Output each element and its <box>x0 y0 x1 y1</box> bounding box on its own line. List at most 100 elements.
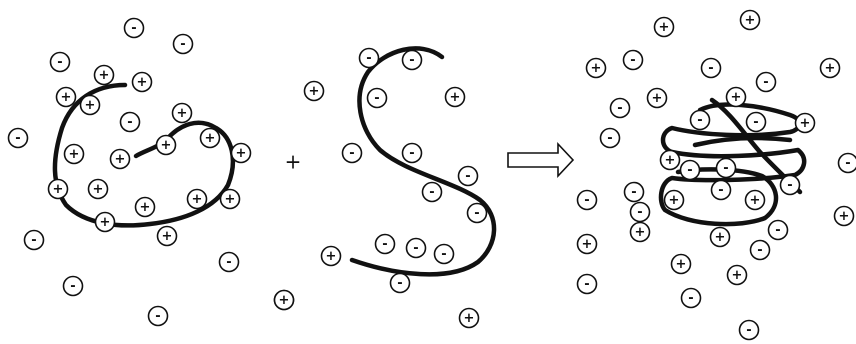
positive-ion-circle <box>585 57 607 79</box>
positive-ion-circle <box>79 94 101 116</box>
positive-sign: + <box>635 225 646 240</box>
middle-positive-ion: + <box>320 245 342 267</box>
left-positive-ion: + <box>79 94 101 116</box>
negative-sign: - <box>637 205 642 220</box>
negative-sign: - <box>845 156 850 171</box>
left-positive-ion: + <box>156 225 178 247</box>
negative-ion-circle <box>576 189 598 211</box>
right-positive-ion: + <box>653 16 675 38</box>
negative-sign: - <box>15 131 20 146</box>
negative-ion-circle <box>837 152 856 174</box>
positive-sign: + <box>582 237 593 252</box>
negative-sign: - <box>441 247 446 262</box>
negative-ion-circle <box>466 202 488 224</box>
positive-ion-circle <box>709 226 731 248</box>
negative-ion-circle <box>433 243 455 265</box>
right-negative-ion: - <box>755 71 777 93</box>
left-negative-ion: - <box>172 33 194 55</box>
middle-negative-ion: - <box>457 165 479 187</box>
right-positive-ion: + <box>709 226 731 248</box>
negative-sign: - <box>688 291 693 306</box>
middle-polymer-chain <box>349 46 497 277</box>
left-negative-ion: - <box>49 51 71 73</box>
positive-sign: + <box>205 131 216 146</box>
negative-ion-circle <box>147 305 169 327</box>
positive-sign: + <box>732 268 743 283</box>
positive-ion-circle <box>670 253 692 275</box>
negative-sign: - <box>607 131 612 146</box>
right-negative-ion: - <box>599 127 621 149</box>
positive-sign: + <box>750 193 761 208</box>
negative-sign: - <box>374 91 379 106</box>
right-positive-ion: + <box>725 86 747 108</box>
positive-sign: + <box>115 152 126 167</box>
right-positive-ion: + <box>576 233 598 255</box>
negative-ion-circle <box>715 157 737 179</box>
negative-sign: - <box>409 53 414 68</box>
negative-ion-circle <box>710 179 732 201</box>
middle-positive-ion: + <box>458 307 480 329</box>
negative-sign: - <box>708 61 713 76</box>
positive-ion-circle <box>739 9 761 31</box>
negative-ion-circle <box>119 111 141 133</box>
left-positive-ion: + <box>109 148 131 170</box>
negative-sign: - <box>687 163 692 178</box>
negative-ion-circle <box>609 97 631 119</box>
middle-negative-ion: - <box>466 202 488 224</box>
negative-sign: - <box>226 255 231 270</box>
negative-sign: - <box>131 21 136 36</box>
right-complex-chain-c <box>692 135 793 148</box>
right-negative-ion: - <box>680 287 702 309</box>
right-negative-ion: - <box>623 181 645 203</box>
negative-ion-circle <box>749 239 771 261</box>
positive-sign: + <box>93 182 104 197</box>
middle-positive-ion: + <box>273 289 295 311</box>
negative-ion-circle <box>218 251 240 273</box>
negative-ion-circle <box>599 127 621 149</box>
left-positive-ion: + <box>171 102 193 124</box>
middle-negative-ion: - <box>421 181 443 203</box>
left-positive-ion: + <box>131 71 153 93</box>
positive-ion-circle <box>629 221 651 243</box>
positive-sign: + <box>669 193 680 208</box>
left-negative-ion: - <box>119 111 141 133</box>
negative-sign: - <box>631 185 636 200</box>
negative-sign: - <box>775 223 780 238</box>
left-positive-ion: + <box>63 143 85 165</box>
right-negative-ion: - <box>745 111 767 133</box>
positive-sign: + <box>100 215 111 230</box>
right-negative-ion: - <box>629 201 651 223</box>
right-negative-ion: - <box>837 152 856 174</box>
negative-sign: - <box>757 243 762 258</box>
negative-ion-circle <box>623 181 645 203</box>
positive-ion-circle <box>186 188 208 210</box>
middle-negative-ion: - <box>341 142 363 164</box>
negative-ion-circle <box>366 87 388 109</box>
positive-sign: + <box>61 90 72 105</box>
positive-ion-circle <box>230 142 252 164</box>
middle-positive-ion: + <box>444 86 466 108</box>
middle-negative-ion: - <box>358 47 380 69</box>
negative-ion-circle <box>629 201 651 223</box>
positive-sign: + <box>309 84 320 99</box>
positive-ion-circle <box>303 80 325 102</box>
negative-sign: - <box>584 277 589 292</box>
positive-sign: + <box>464 311 475 326</box>
negative-ion-circle <box>374 233 396 255</box>
middle-negative-ion: - <box>405 237 427 259</box>
right-negative-ion: - <box>576 189 598 211</box>
negative-ion-circle <box>421 181 443 203</box>
middle-negative-ion: - <box>401 142 423 164</box>
left-positive-ion: + <box>230 142 252 164</box>
positive-ion-circle <box>819 57 841 79</box>
positive-sign: + <box>137 75 148 90</box>
positive-sign: + <box>450 90 461 105</box>
positive-ion-circle <box>663 189 685 211</box>
right-negative-ion: - <box>710 179 732 201</box>
positive-ion-circle <box>726 264 748 286</box>
positive-ion-circle <box>87 178 109 200</box>
negative-ion-circle <box>745 111 767 133</box>
right-positive-ion: + <box>646 87 668 109</box>
right-positive-ion: + <box>739 9 761 31</box>
positive-sign: + <box>591 61 602 76</box>
